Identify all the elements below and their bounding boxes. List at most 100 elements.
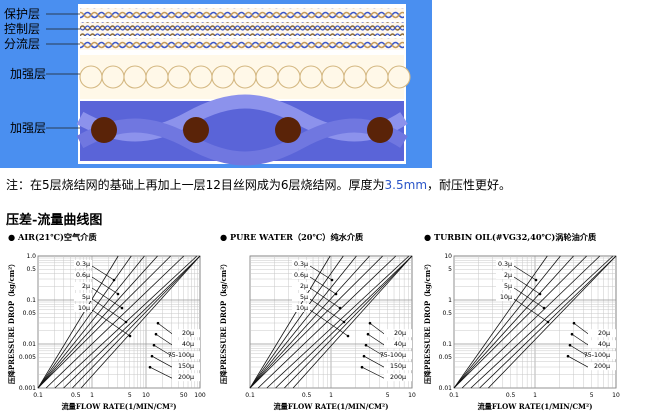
x-axis-label: 流量FLOW RATE(1/MIN/CM²) <box>273 402 388 411</box>
series-line <box>37 255 158 389</box>
series-label-bg <box>292 304 310 312</box>
series-label-bg <box>74 260 92 268</box>
series-label: 75-100μ <box>584 352 610 359</box>
series-leader <box>369 322 387 336</box>
reinforce-wire-circle <box>211 65 235 89</box>
series-leader <box>309 287 341 309</box>
series-label-bg <box>74 271 92 279</box>
sintered-mesh-illustration: 保护层 控制层 分流层 加强层 加强层 <box>0 0 432 168</box>
series-label: 0.3μ <box>294 261 308 268</box>
series-point <box>152 343 156 347</box>
series-point <box>566 354 570 358</box>
x-tick-label: 0.5 <box>302 392 312 399</box>
note-prefix: 注：在5层烧结网的基础上再加上一层12目丝网成为6层烧结网。厚度为 <box>6 178 385 192</box>
series-label: 40μ <box>598 341 610 348</box>
y-tick-label: 0.01 <box>439 385 453 392</box>
series-line <box>63 255 201 389</box>
series-label-bg <box>172 351 200 360</box>
x-tick-label: 50 <box>180 392 188 399</box>
series-label-bg <box>172 373 200 382</box>
series-label: 5μ <box>504 283 512 290</box>
reinforce-wire-circle <box>189 65 213 89</box>
series-leader <box>309 298 345 323</box>
y-tick-label: 10 <box>444 253 452 260</box>
reinforce-wire-circle <box>167 65 191 89</box>
y-tick-label: 1 <box>448 297 452 304</box>
series-line <box>257 255 397 389</box>
x-tick-label: 1 <box>90 392 94 399</box>
x-tick-label: 0.1 <box>449 392 459 399</box>
x-tick-label: 0.1 <box>245 392 255 399</box>
series-line <box>453 255 548 389</box>
y-tick-label: 0.5 <box>26 266 36 273</box>
series-label: 2μ <box>82 283 90 290</box>
series-label-bg <box>588 351 616 360</box>
x-tick-label: 5 <box>128 392 132 399</box>
x-tick-label: 5 <box>386 392 390 399</box>
series-point <box>342 320 346 324</box>
layer-label-control: 控制层 <box>4 22 40 36</box>
series-line <box>470 255 614 389</box>
series-point <box>346 334 350 338</box>
section-title: 压差-流量曲线图 <box>6 213 103 228</box>
series-leader <box>573 322 591 336</box>
series-point <box>538 292 542 296</box>
chart-title: ● TURBIN OIL(#VG32,40℃)涡轮油介质 <box>424 232 596 242</box>
series-point <box>572 321 576 325</box>
series-leader <box>513 298 549 323</box>
series-label-bg <box>496 271 514 279</box>
series-label-bg <box>292 271 310 279</box>
x-tick-label: 100 <box>194 392 206 399</box>
series-line <box>249 255 357 389</box>
series-label: 200μ <box>594 363 610 370</box>
x-tick-label: 0.1 <box>33 392 43 399</box>
y-axis-label: 压降PRESSURE DROP（kg/cm²） <box>7 260 16 384</box>
layer-label-reinforce-1: 加强层 <box>10 67 46 81</box>
reinforce-wire-circle <box>123 65 147 89</box>
series-leader <box>513 276 541 295</box>
series-label-bg <box>74 282 92 290</box>
y-tick-label: 0.001 <box>19 385 36 392</box>
y-tick-label: 0.1 <box>26 297 36 304</box>
series-point <box>156 321 160 325</box>
series-label-bg <box>384 351 412 360</box>
chart-title: ● AIR(21℃)空气介质 <box>8 232 97 242</box>
series-point <box>534 278 538 282</box>
y-tick-label: 0.05 <box>23 310 37 317</box>
series-point <box>366 332 370 336</box>
series-label-bg <box>588 340 616 349</box>
series-label: 2μ <box>300 283 308 290</box>
series-label: 40μ <box>394 341 406 348</box>
series-label: 40μ <box>182 341 194 348</box>
series-line <box>72 255 201 389</box>
series-line <box>292 255 413 389</box>
y-axis-label: 压降PRESSURE DROP（kg/cm²） <box>219 260 228 384</box>
series-label-bg <box>588 362 616 371</box>
reinforce-wire-circle <box>365 65 389 89</box>
series-leader <box>91 309 131 337</box>
series-label-bg <box>496 260 514 268</box>
layer-label-distribute: 分流层 <box>4 37 40 51</box>
series-point <box>542 306 546 310</box>
reinforce-wire-circle <box>101 65 125 89</box>
series-line <box>266 255 410 389</box>
series-leader <box>91 265 115 281</box>
series-label-bg <box>74 293 92 301</box>
series-label: 20μ <box>394 330 406 337</box>
y-axis-label: 压降PRESSURE DROP（kg/cm²） <box>423 260 432 384</box>
series-leader <box>571 333 591 347</box>
note-thickness: 3.5mm <box>384 178 428 192</box>
series-line <box>37 255 171 389</box>
series-label-bg <box>172 340 200 349</box>
y-tick-label: 0.05 <box>439 354 453 361</box>
series-leader <box>513 265 537 281</box>
series-line <box>45 255 185 389</box>
series-point <box>150 354 154 358</box>
reinforce-wire-circle <box>145 65 169 89</box>
series-label: 200μ <box>178 374 194 381</box>
series-point <box>570 332 574 336</box>
